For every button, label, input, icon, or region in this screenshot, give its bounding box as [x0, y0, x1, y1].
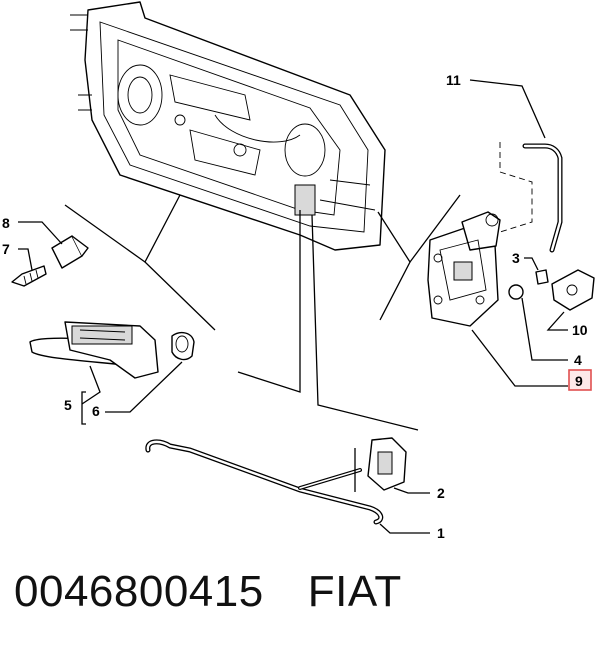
part-3-screw — [524, 257, 549, 285]
exploded-parts-diagram: 8 7 5 6 2 1 3 4 10 11 9 — [2, 1, 595, 541]
part-number: 0046800415 — [14, 567, 264, 616]
callout-label: 6 — [92, 403, 100, 419]
part-11-rod — [469, 79, 563, 253]
callout-label: 10 — [572, 322, 588, 338]
part-2-rod-clip — [367, 437, 430, 494]
part-6-clip — [105, 331, 195, 413]
part-9-door-lock — [427, 211, 568, 387]
callout-label: 4 — [574, 352, 582, 368]
callout-labels: 8 7 5 6 2 1 3 4 10 11 9 — [2, 72, 592, 541]
part-5-handle — [29, 321, 159, 405]
callout-label-highlighted: 9 — [575, 373, 583, 389]
part-10-striker — [546, 269, 595, 331]
footer-caption: 0046800415 FIAT — [14, 562, 402, 622]
callout-label: 2 — [437, 485, 445, 501]
part-8-clip — [18, 221, 89, 269]
part-4-bolt — [508, 284, 568, 361]
linkage-lines — [64, 194, 461, 431]
callout-label: 7 — [2, 241, 10, 257]
highlight-box-9 — [568, 369, 592, 391]
door-inner-panel — [70, 1, 386, 251]
callout-label: 1 — [437, 525, 445, 541]
callout-label: 3 — [512, 250, 520, 266]
part-7-screw — [11, 248, 47, 287]
callout-label: 5 — [64, 397, 72, 413]
part-1-rod — [145, 439, 430, 534]
brand-name: FIAT — [307, 567, 402, 616]
callout-label: 11 — [446, 72, 461, 88]
callout-label: 8 — [2, 215, 10, 231]
bracket-5-6 — [81, 391, 86, 425]
